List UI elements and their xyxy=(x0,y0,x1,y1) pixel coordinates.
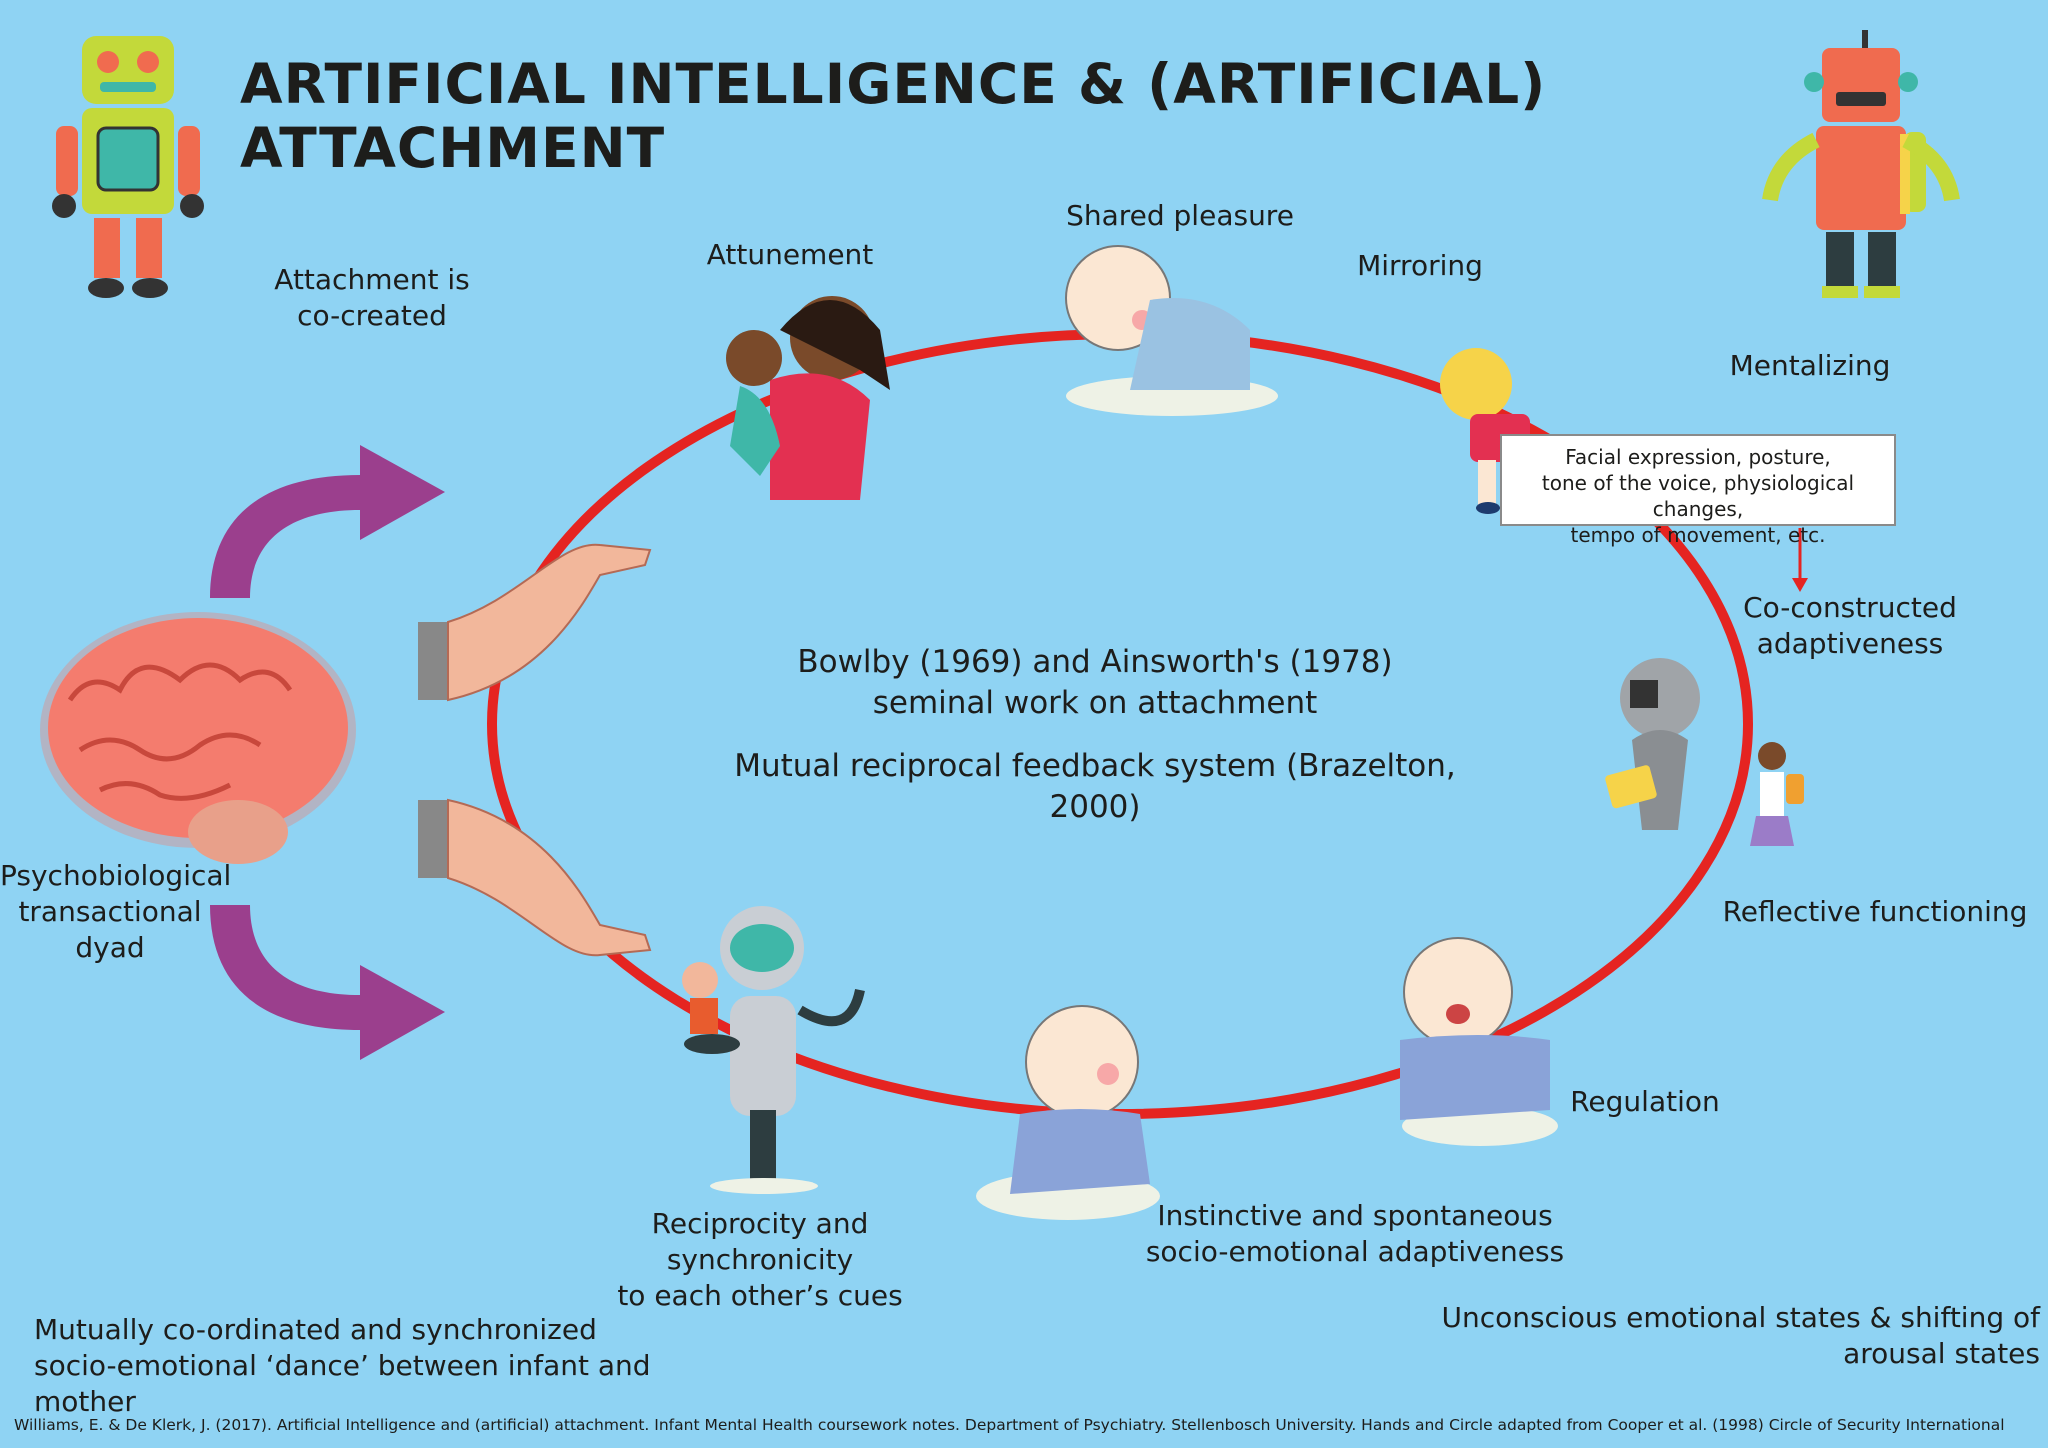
center-text: Bowlby (1969) and Ainsworth's (1978) sem… xyxy=(734,644,1456,825)
crawling-baby-icon xyxy=(1065,245,1278,416)
label-regulation: Regulation xyxy=(1570,1085,1720,1118)
citation-footer: Williams, E. & De Klerk, J. (2017). Arti… xyxy=(14,1416,2005,1434)
label-co-constructed: Co-constructed adaptiveness xyxy=(1743,591,1957,660)
label-unconscious: Unconscious emotional states & shifting … xyxy=(1441,1301,2040,1370)
label-reflective-functioning: Reflective functioning xyxy=(1722,895,2028,928)
label-reciprocity: Reciprocity and synchronicity to each ot… xyxy=(617,1207,903,1312)
label-shared-pleasure: Shared pleasure xyxy=(1066,199,1294,232)
callout-box: Facial expression, posture, tone of the … xyxy=(1500,434,1896,547)
robot-left-icon xyxy=(52,36,204,298)
robot-right-icon xyxy=(1762,30,1960,298)
label-mentalizing: Mentalizing xyxy=(1729,349,1891,382)
robot-caregiver-icon xyxy=(682,906,865,1194)
upper-hand-icon xyxy=(418,543,652,702)
lower-curved-arrow-icon xyxy=(210,905,445,1060)
lower-hand-icon xyxy=(418,798,652,957)
label-psychobiological: Psychobiological transactional dyad xyxy=(0,859,232,964)
label-mirroring: Mirroring xyxy=(1357,249,1483,282)
upper-curved-arrow-icon xyxy=(210,445,445,598)
crying-baby-icon xyxy=(1400,937,1558,1146)
callout-arrow-icon xyxy=(1792,528,1808,592)
page-title: ARTIFICIAL INTELLIGENCE & (ARTIFICIAL) A… xyxy=(240,52,1547,180)
robot-child-walking-icon xyxy=(1605,658,1804,846)
brain-icon xyxy=(40,612,356,864)
label-attunement: Attunement xyxy=(706,238,874,271)
label-attachment-cocreated: Attachment is co-created xyxy=(274,263,470,332)
mother-child-icon xyxy=(726,296,890,500)
label-instinctive: Instinctive and spontaneous socio-emotio… xyxy=(1145,1199,1565,1268)
happy-baby-icon xyxy=(976,1005,1160,1220)
label-mutually: Mutually co-ordinated and synchronized s… xyxy=(34,1313,651,1418)
